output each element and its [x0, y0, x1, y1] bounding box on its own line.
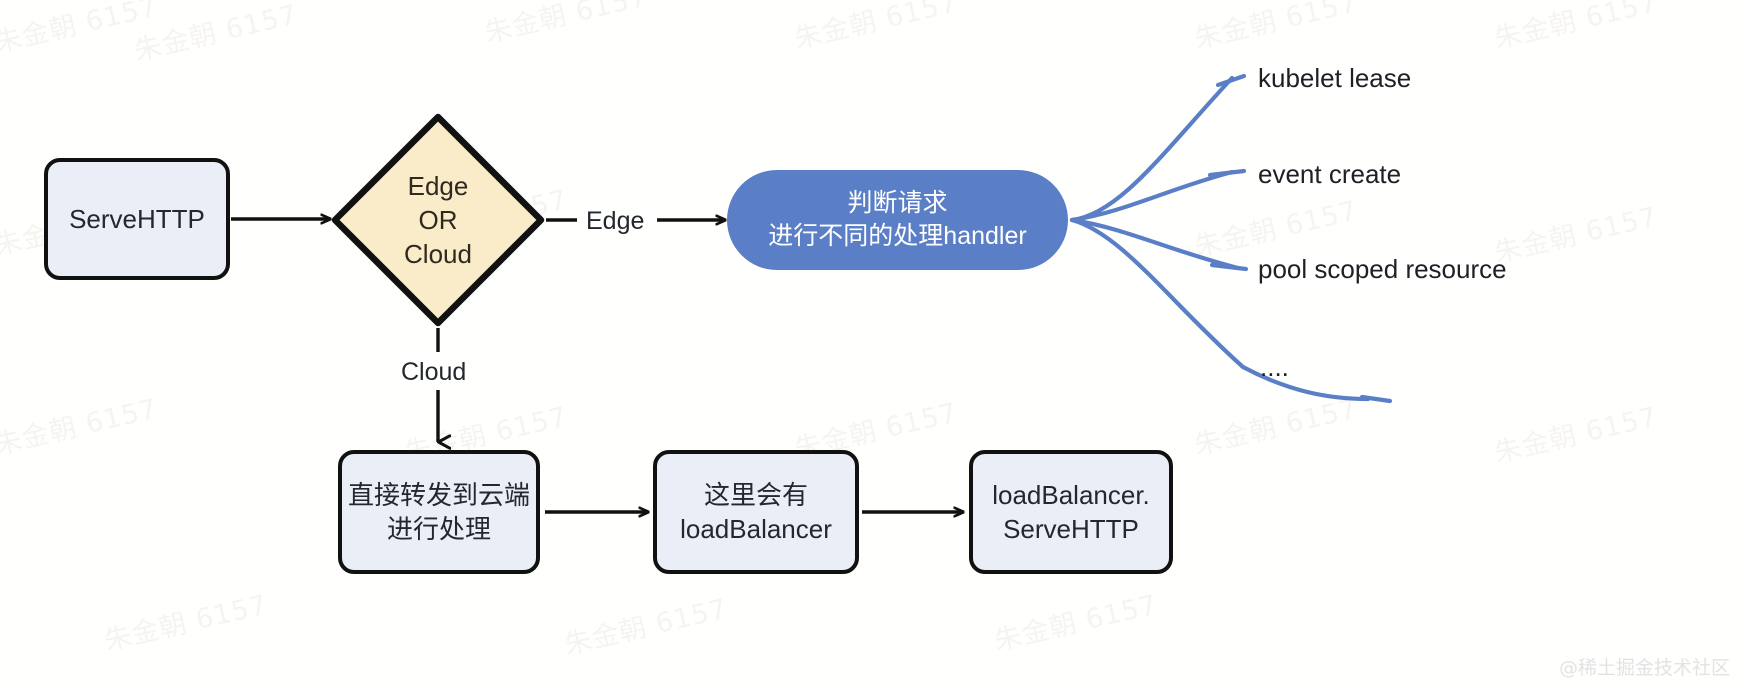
node-forward-cloud[interactable]: [338, 450, 540, 574]
edge-label-cloud: Cloud: [401, 358, 467, 386]
footer-attribution: @稀土掘金技术社区: [1558, 657, 1730, 679]
branch-tip-3: [1209, 262, 1249, 272]
node-serve-http[interactable]: [44, 158, 230, 280]
node-loadbalancer-servehttp[interactable]: [969, 450, 1173, 574]
node-has-loadbalancer[interactable]: [653, 450, 859, 574]
node-decision-diamond[interactable]: [331, 113, 545, 327]
branch-label-pool-scoped-resource: pool scoped resource: [1258, 254, 1507, 284]
branch-curve-4b: [1240, 364, 1371, 402]
branch-label-event-create: event create: [1258, 159, 1402, 189]
branch-curve-3: [1069, 217, 1241, 271]
node-handler[interactable]: [727, 170, 1068, 270]
edge-label-edge: Edge: [586, 207, 645, 235]
branch-curve-2: [1069, 169, 1235, 223]
branch-tip-2: [1207, 168, 1247, 178]
branch-tip-1: [1215, 73, 1247, 88]
branch-curve-4: [1069, 217, 1246, 370]
branch-label-ellipsis: ....: [1260, 352, 1289, 382]
branch-label-kubelet-lease: kubelet lease: [1258, 63, 1412, 93]
